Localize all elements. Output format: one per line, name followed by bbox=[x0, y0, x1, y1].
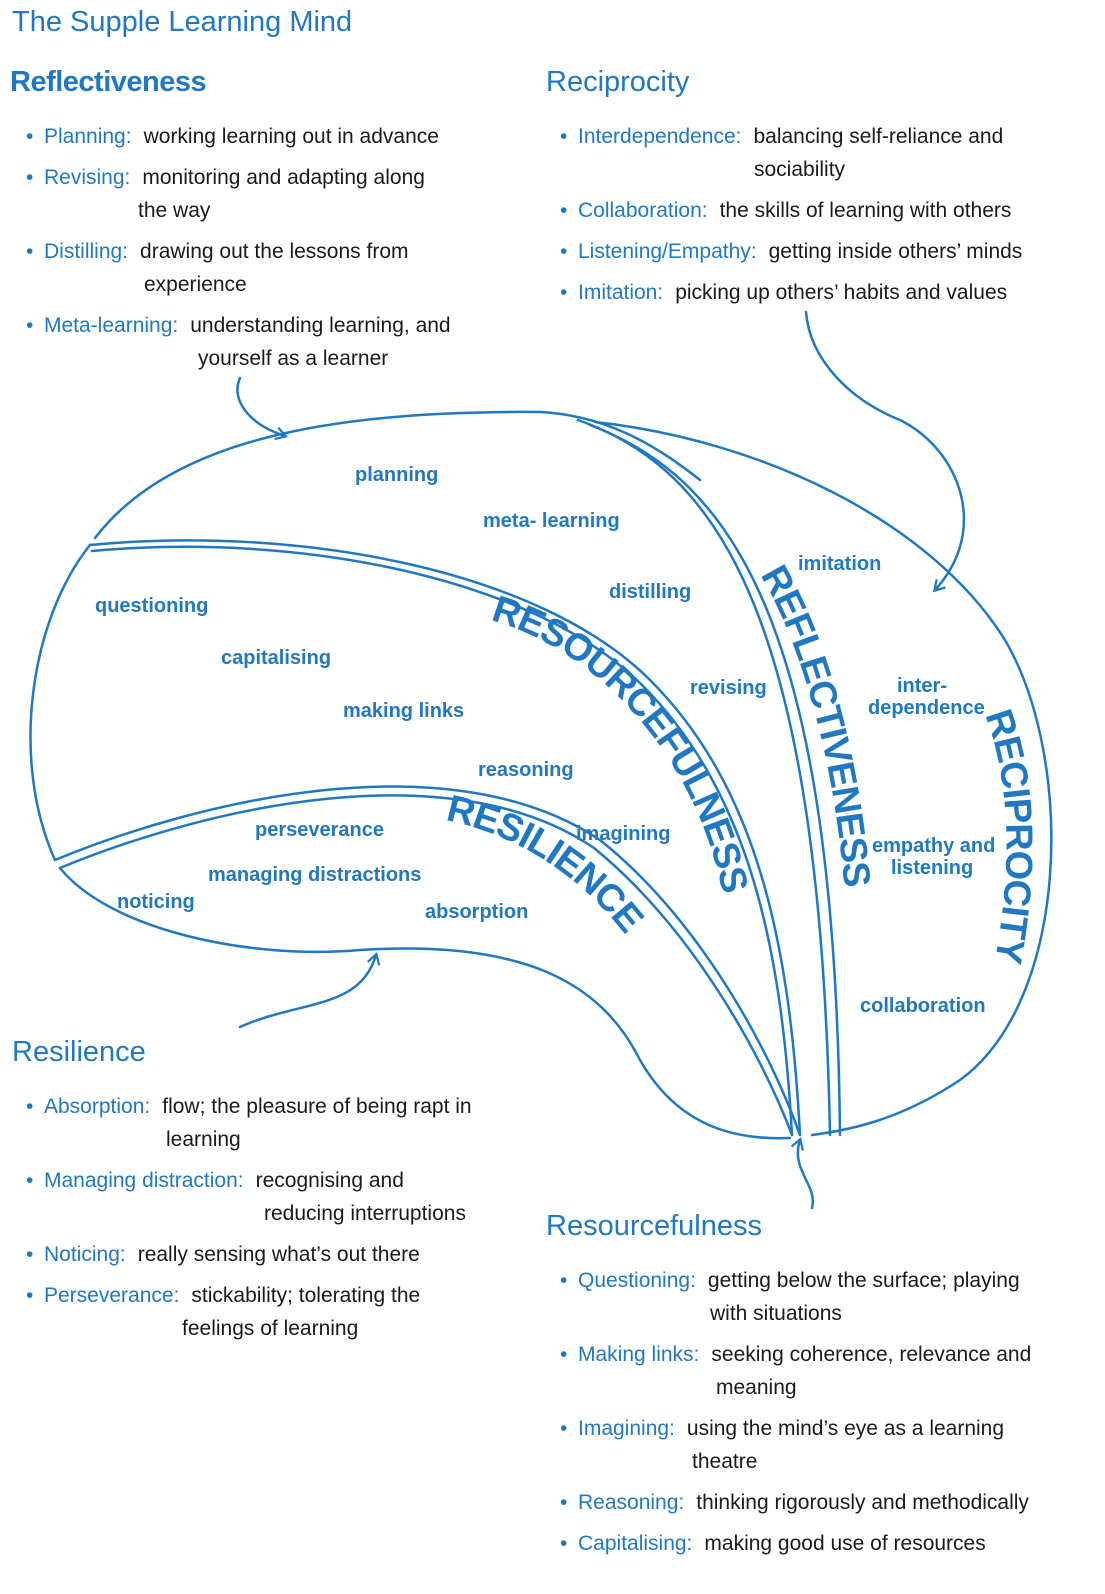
reflectiveness-list: •Planning:working learning out in advanc… bbox=[26, 120, 526, 383]
reflectiveness-heading: Reflectiveness bbox=[10, 66, 207, 98]
reflectiveness-lobe bbox=[93, 410, 702, 540]
resourcefulness-band-inner bbox=[90, 545, 794, 1137]
label-collaboration: collaboration bbox=[860, 995, 986, 1017]
list-item: •Imitation:picking up others’ habits and… bbox=[560, 281, 1008, 304]
resourcefulness-list: •Questioning:getting below the surface; … bbox=[560, 1264, 1100, 1568]
list-item: •Making links:seeking coherence, relevan… bbox=[560, 1343, 1032, 1399]
label-making-links: making links bbox=[343, 700, 464, 722]
list-item: •Meta-learning:understanding learning, a… bbox=[26, 314, 451, 370]
label-reasoning: reasoning bbox=[478, 759, 574, 781]
resourcefulness-band-outer bbox=[88, 539, 802, 1137]
resilience-lobe bbox=[58, 866, 792, 1140]
arrow-resilience bbox=[238, 951, 381, 1029]
arrow-resourcefulness bbox=[790, 1137, 815, 1210]
list-item: •Reasoning:thinking rigorously and metho… bbox=[560, 1491, 1029, 1514]
reflectiveness-band-outer bbox=[576, 418, 832, 1137]
arrow-reciprocity bbox=[804, 310, 966, 593]
label-revising: revising bbox=[690, 677, 767, 699]
arrow-reflectiveness bbox=[236, 376, 288, 441]
list-item: •Capitalising:making good use of resourc… bbox=[560, 1532, 986, 1555]
reciprocity-lobe bbox=[593, 420, 1053, 1137]
label-managing-distractions: managing distractions bbox=[208, 864, 421, 886]
label-absorption: absorption bbox=[425, 901, 528, 923]
label-capitalising: capitalising bbox=[221, 647, 331, 669]
resilience-band-inner bbox=[58, 794, 794, 1137]
reflectiveness-band-inner bbox=[588, 423, 842, 1137]
label-perseverance: perseverance bbox=[255, 819, 384, 841]
resilience-heading: Resilience bbox=[12, 1036, 146, 1068]
label-dependence: dependence bbox=[868, 697, 985, 719]
list-item: •Imagining:using the mind’s eye as a lea… bbox=[560, 1417, 1005, 1473]
label-questioning: questioning bbox=[95, 595, 208, 617]
label-imitation: imitation bbox=[798, 553, 881, 575]
resilience-list: •Absorption:flow; the pleasure of being … bbox=[26, 1090, 546, 1353]
reciprocity-list: •Interdependence:balancing self-reliance… bbox=[560, 120, 1100, 317]
resourcefulness-lobe bbox=[29, 543, 92, 862]
list-item: •Absorption:flow; the pleasure of being … bbox=[26, 1095, 472, 1151]
label-inter: inter- bbox=[897, 675, 947, 697]
list-item: •Perseverance:stickability; tolerating t… bbox=[26, 1284, 421, 1340]
list-item: •Questioning:getting below the surface; … bbox=[560, 1269, 1020, 1325]
list-item: •Interdependence:balancing self-reliance… bbox=[560, 125, 1004, 181]
band-label-reflectiveness: REFLECTIVENESS bbox=[752, 559, 877, 888]
list-item: •Noticing:really sensing what’s out ther… bbox=[26, 1243, 420, 1266]
list-item: •Planning:working learning out in advanc… bbox=[26, 125, 439, 148]
label-distilling: distilling bbox=[609, 581, 691, 603]
reciprocity-heading: Reciprocity bbox=[546, 66, 690, 98]
label-imagining: imagining bbox=[576, 823, 670, 845]
label-planning: planning bbox=[355, 464, 438, 486]
list-item: •Collaboration:the skills of learning wi… bbox=[560, 199, 1012, 222]
label-listening: listening bbox=[891, 857, 973, 879]
label-empathy-and: empathy and bbox=[872, 835, 995, 857]
label-noticing: noticing bbox=[117, 891, 195, 913]
label-meta-learning: meta- learning bbox=[483, 510, 620, 532]
list-item: •Distilling:drawing out the lessons from… bbox=[26, 240, 409, 296]
page-title: The Supple Learning Mind bbox=[12, 6, 353, 38]
list-item: •Listening/Empathy:getting inside others… bbox=[560, 240, 1023, 263]
resilience-band-outer bbox=[53, 785, 802, 1137]
resourcefulness-heading: Resourcefulness bbox=[546, 1210, 762, 1242]
